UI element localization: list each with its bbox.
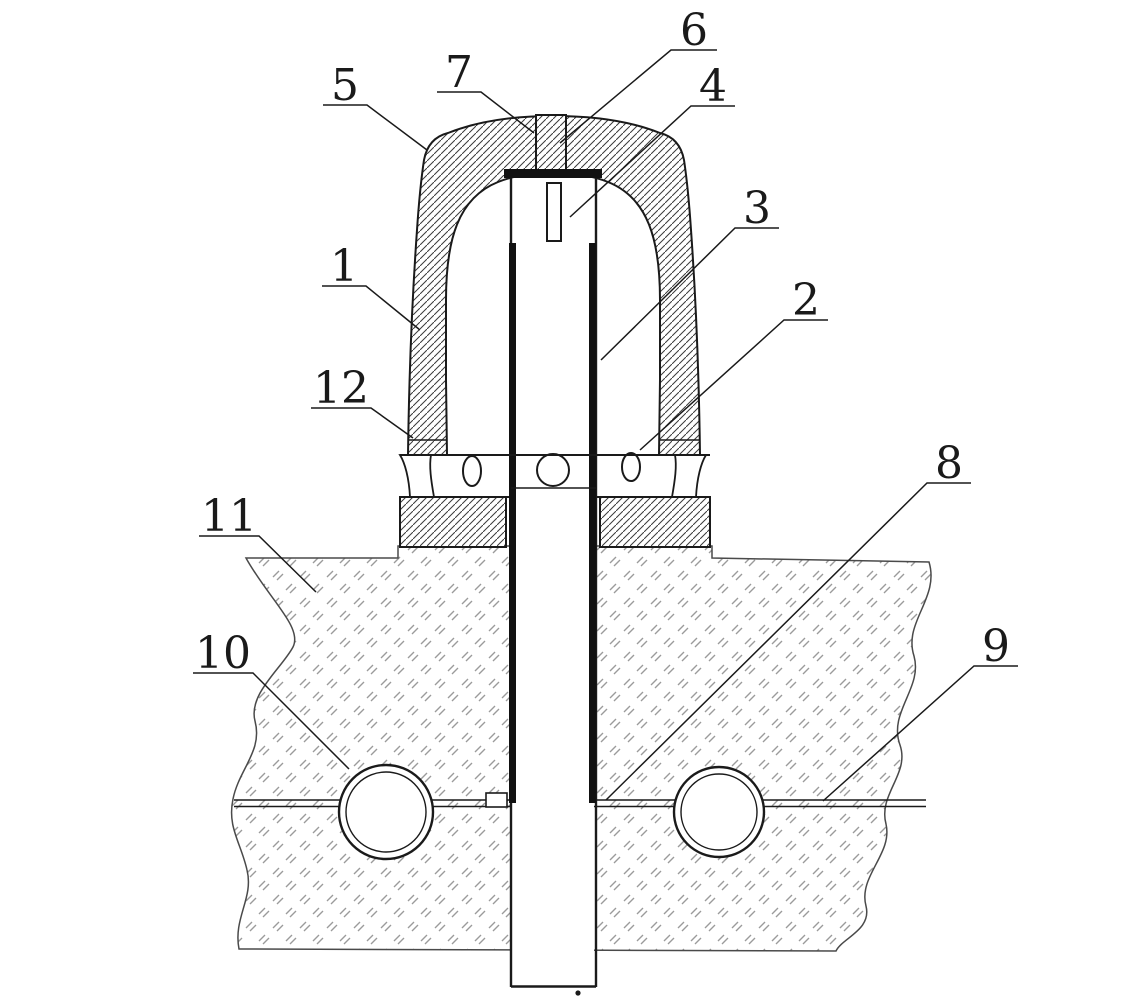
right-clamp-wedge bbox=[670, 454, 708, 498]
callout-1: 1 bbox=[322, 241, 421, 331]
callout-9-label: 9 bbox=[982, 621, 1010, 672]
center-tube bbox=[509, 177, 598, 996]
callout-5: 5 bbox=[323, 60, 428, 151]
leader-line bbox=[437, 91, 535, 134]
callouts: 6 7 4 5 3 2 1 12 bbox=[193, 5, 1018, 802]
callout-8: 8 bbox=[605, 438, 971, 801]
leader-line bbox=[193, 672, 350, 770]
flange-right-block bbox=[599, 496, 711, 548]
left-pipe-circle bbox=[337, 763, 435, 861]
callout-1-label: 1 bbox=[330, 241, 358, 292]
leader-line bbox=[199, 535, 317, 593]
callout-9: 9 bbox=[822, 621, 1018, 802]
callout-12: 12 bbox=[311, 363, 414, 439]
pipe-clamp bbox=[485, 792, 508, 808]
center-port-group bbox=[511, 453, 596, 489]
casing-left bbox=[509, 243, 516, 803]
casing-right bbox=[589, 243, 596, 803]
callout-12-label: 12 bbox=[313, 363, 369, 414]
inner-stem bbox=[546, 182, 562, 242]
callout-11-label: 11 bbox=[201, 491, 257, 542]
cap-collar bbox=[504, 169, 602, 178]
leader-line bbox=[323, 104, 428, 151]
callout-7: 7 bbox=[437, 47, 535, 134]
callout-8-label: 8 bbox=[935, 438, 963, 489]
leader-line bbox=[569, 105, 735, 218]
callout-10: 10 bbox=[193, 628, 350, 770]
right-pipe-circle bbox=[672, 765, 766, 859]
top-plug bbox=[535, 114, 567, 172]
callout-3: 3 bbox=[600, 183, 779, 361]
left-port bbox=[462, 455, 482, 487]
callout-4: 4 bbox=[569, 61, 735, 218]
leader-line bbox=[600, 227, 779, 361]
callout-10-label: 10 bbox=[195, 628, 251, 679]
flange-left-block bbox=[399, 496, 507, 548]
callout-6-label: 6 bbox=[680, 5, 708, 56]
callout-3-label: 3 bbox=[743, 183, 771, 234]
leader-line bbox=[822, 665, 1018, 802]
callout-4-label: 4 bbox=[699, 61, 727, 112]
leader-line bbox=[559, 49, 717, 144]
callout-11: 11 bbox=[199, 491, 317, 593]
tube-bore bbox=[512, 177, 594, 987]
right-port bbox=[621, 452, 641, 482]
callout-5-label: 5 bbox=[331, 60, 359, 111]
center-port bbox=[536, 453, 570, 487]
leader-line bbox=[322, 285, 421, 331]
callout-7-label: 7 bbox=[445, 47, 473, 98]
callout-6: 6 bbox=[559, 5, 717, 144]
leader-line bbox=[311, 407, 414, 439]
callout-2-label: 2 bbox=[792, 275, 820, 326]
leader-line bbox=[639, 319, 828, 451]
bottom-mark bbox=[575, 990, 581, 996]
leader-line bbox=[605, 482, 971, 801]
callout-2: 2 bbox=[639, 275, 828, 451]
left-clamp-wedge bbox=[398, 454, 436, 498]
